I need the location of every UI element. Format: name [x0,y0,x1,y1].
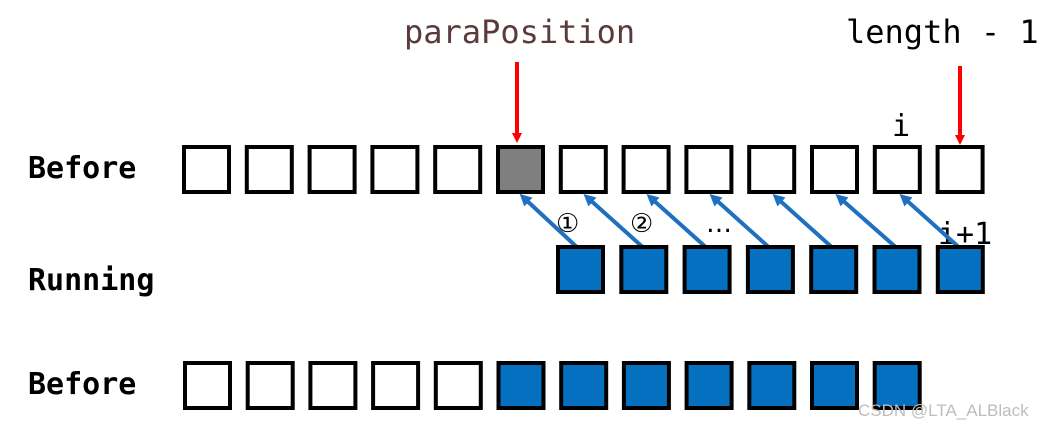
array-cell-blue [935,245,985,294]
row-running [556,245,985,294]
watermark: CSDN @LTA_ALBlack [858,401,1029,420]
array-cell-gray [496,145,545,194]
shift-arrow [772,193,837,252]
shift-arrow [835,194,901,252]
array-cell-blue [619,245,669,294]
array-cell-blue [872,361,922,410]
array-cell-empty [684,145,734,194]
para-position-label: paraPosition [404,13,635,51]
array-cell-empty [370,145,420,194]
array-cell-empty [433,145,483,194]
row-before-top [182,145,985,194]
shift-arrow [646,193,711,252]
row-before-bottom [183,361,922,410]
array-cell-blue [684,361,734,410]
array-cell-blue [621,361,671,410]
index-i-label: i [892,109,910,144]
shift-arrow [899,193,964,252]
length-minus-one-label: length - 1 [846,13,1039,51]
array-cell-empty [747,145,797,194]
array-cell-blue [747,361,797,410]
row-label-running: Running [28,263,154,298]
shift-arrow [709,193,774,252]
array-cell-empty [433,361,483,410]
array-cell-blue [809,245,859,294]
row-label-before-bottom: Before [28,367,136,402]
array-cell-empty [244,145,294,194]
array-cell-blue [682,245,732,294]
array-cell-blue [810,361,859,410]
shift-arrow [519,193,582,252]
shift-arrows [519,193,964,252]
array-cell-empty [308,361,358,410]
array-cell-empty [935,145,985,194]
shift-arrow [583,193,648,252]
array-cell-empty [182,145,231,194]
array-cell-empty [621,145,671,194]
array-cell-empty [183,361,232,410]
row-label-before-top: Before [28,151,136,186]
array-cell-blue [556,245,605,294]
array-cell-blue [496,361,546,410]
array-cell-empty [558,145,608,194]
array-cell-empty [810,145,859,194]
array-cell-empty [872,145,922,194]
array-cell-blue [745,245,795,294]
step-ellipsis-label: … [706,209,732,239]
step-2-label: ② [630,209,653,239]
array-cell-empty [371,361,421,410]
step-1-label: ① [556,209,579,239]
array-cell-blue [559,361,609,410]
array-cell-empty [307,145,357,194]
array-cell-blue [872,245,922,294]
array-cell-empty [245,361,295,410]
